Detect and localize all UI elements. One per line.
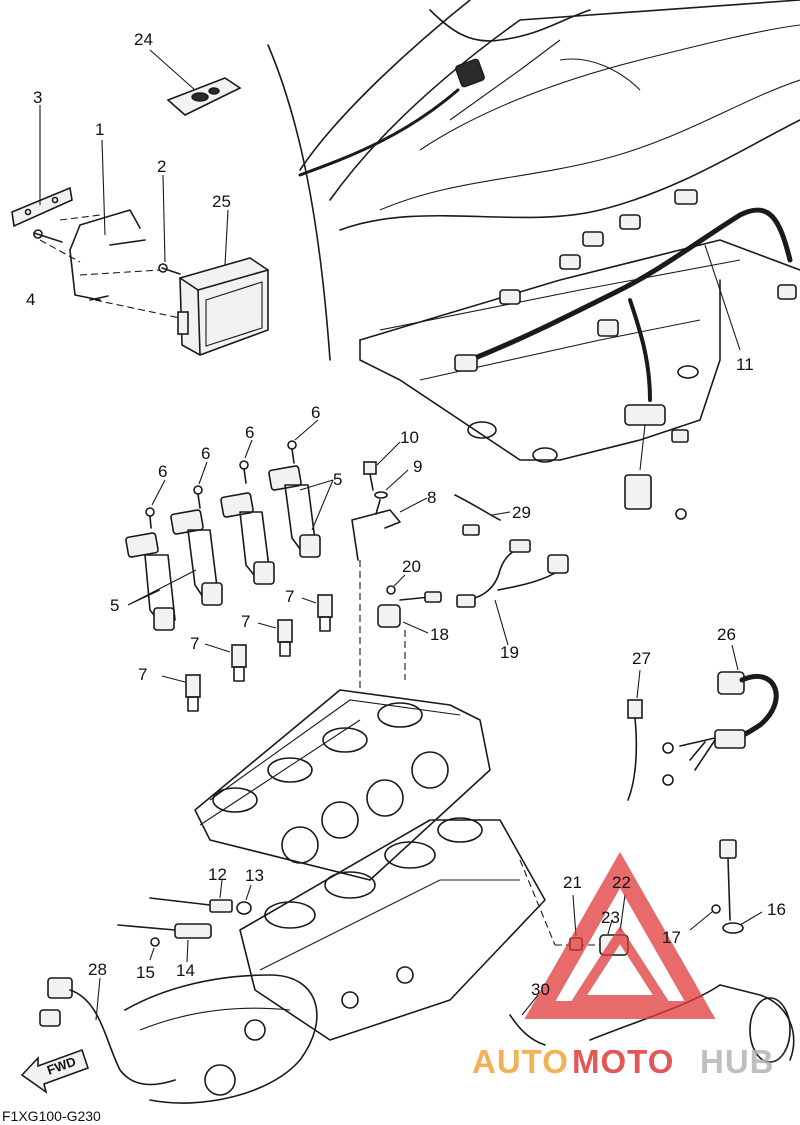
sensor-14 <box>117 923 212 963</box>
figure-code: F1XG100-G230 <box>2 1108 101 1124</box>
callout-7c: 7 <box>241 612 250 631</box>
callout-11: 11 <box>736 355 754 374</box>
sensor-18 <box>377 591 442 634</box>
callout-6d: 6 <box>311 403 320 422</box>
engine-block <box>239 817 546 1041</box>
watermark-brand: AUTO MOTO HUB <box>472 1043 775 1080</box>
brand-auto: AUTO <box>472 1043 569 1080</box>
sensor-16 <box>719 839 763 934</box>
plate-3 <box>11 186 73 228</box>
cable-tie-27 <box>627 669 643 801</box>
callout-7d: 7 <box>285 587 294 606</box>
spark-plugs-7 <box>161 594 333 712</box>
bolt-20 <box>386 574 406 595</box>
bolt-17 <box>689 904 721 931</box>
leader-24 <box>149 49 196 91</box>
callout-29: 29 <box>512 503 531 522</box>
callout-8: 8 <box>427 488 436 507</box>
leader-2 <box>162 174 166 263</box>
leader-1 <box>101 139 106 236</box>
callout-13: 13 <box>245 866 264 885</box>
leader-11 <box>704 244 741 351</box>
callout-1: 1 <box>95 120 104 139</box>
bracket-1 <box>69 209 146 301</box>
callout-28: 28 <box>88 960 107 979</box>
callout-5b: 5 <box>333 470 342 489</box>
callout-10: 10 <box>400 428 419 447</box>
cable-19 <box>456 539 569 646</box>
sensor-29 <box>454 494 511 536</box>
callout-16: 16 <box>767 900 786 919</box>
callout-30: 30 <box>531 980 550 999</box>
cylinder-head <box>194 689 491 881</box>
assembly-dash-lines <box>359 560 610 946</box>
callout-6a: 6 <box>158 462 167 481</box>
callout-12: 12 <box>208 865 227 884</box>
callout-22: 22 <box>612 873 631 892</box>
sensor-12 <box>149 879 233 913</box>
bolt-15 <box>149 937 160 961</box>
fwd-arrow: FWD <box>20 1048 90 1094</box>
callout-27: 27 <box>632 649 651 668</box>
callout-20: 20 <box>402 557 421 576</box>
brand-moto: MOTO <box>572 1043 674 1080</box>
callout-15: 15 <box>136 963 155 982</box>
callout-25: 25 <box>212 192 231 211</box>
callout-5a: 5 <box>110 596 119 615</box>
coil-bolts-6 <box>145 419 319 529</box>
cable-26 <box>662 644 779 786</box>
callout-9: 9 <box>413 457 422 476</box>
ignition-coils-5 <box>125 465 334 631</box>
sensor-30 <box>509 994 546 1046</box>
callout-26: 26 <box>717 625 736 644</box>
callout-7b: 7 <box>190 634 199 653</box>
hull-outline <box>298 0 800 231</box>
washer-9 <box>374 469 409 499</box>
bolt-10 <box>363 441 401 491</box>
bolt-2 <box>158 263 181 275</box>
divider-curve <box>267 44 331 361</box>
callout-2: 2 <box>157 157 166 176</box>
callout-18: 18 <box>430 625 449 644</box>
exhaust-manifold <box>124 974 318 1104</box>
callout-24: 24 <box>134 30 153 49</box>
ecu-dash-lines <box>39 214 181 319</box>
callout-7a: 7 <box>138 665 147 684</box>
watermark-logo <box>524 851 716 1019</box>
callout-17: 17 <box>662 928 681 947</box>
ecu-25 <box>177 257 269 356</box>
leader-25 <box>224 209 229 266</box>
wiring-harness-11 <box>454 189 797 520</box>
callout-4: 4 <box>26 290 35 309</box>
washer-13 <box>236 884 252 915</box>
callout-14: 14 <box>176 961 195 980</box>
callout-23: 23 <box>601 908 620 927</box>
callout-6b: 6 <box>201 444 210 463</box>
bolt-4 <box>33 229 63 243</box>
hull-floor <box>359 239 800 463</box>
callout-3: 3 <box>33 88 42 107</box>
ecu-cover-24 <box>166 77 242 116</box>
callout-6c: 6 <box>245 423 254 442</box>
callout-19: 19 <box>500 643 519 662</box>
callout-labels: 1 2 3 4 5 5 6 6 6 6 7 7 7 7 8 9 10 11 12… <box>26 30 786 999</box>
sensor-8 <box>351 497 428 561</box>
callout-21: 21 <box>563 873 582 892</box>
brand-hub: HUB <box>700 1043 775 1080</box>
harness-28 <box>39 977 176 1086</box>
